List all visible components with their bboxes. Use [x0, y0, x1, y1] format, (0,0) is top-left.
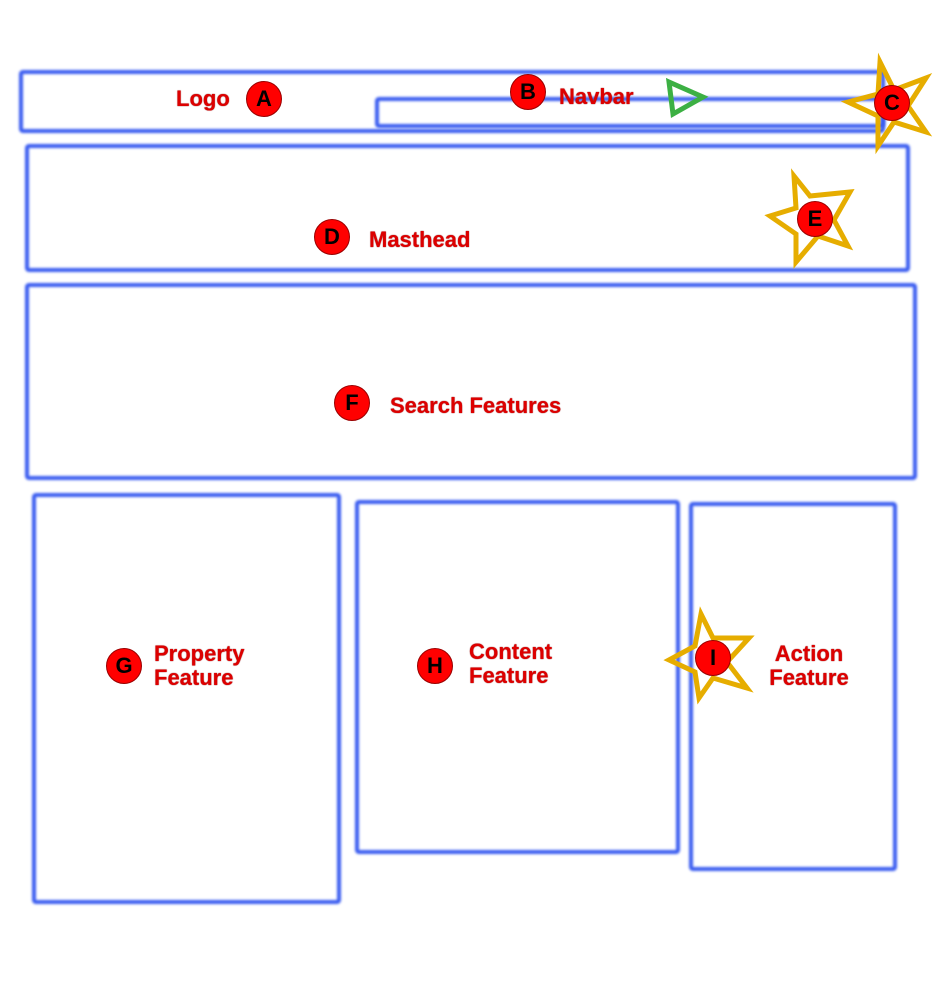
- search-features-box: [25, 283, 917, 480]
- badge-b: B: [510, 74, 546, 110]
- badge-i: I: [695, 640, 731, 676]
- star-icon: [840, 52, 933, 155]
- masthead-box: [25, 144, 910, 272]
- badge-g: G: [106, 648, 142, 684]
- triangle-icon: [665, 77, 709, 119]
- property-label: Property: [154, 641, 245, 666]
- star-icon: [663, 606, 755, 705]
- badge-d: D: [314, 219, 350, 255]
- badge-e: E: [797, 201, 833, 237]
- masthead-label: Masthead: [369, 227, 471, 252]
- logo-label: Logo: [176, 86, 230, 111]
- navbar-label: Navbar: [559, 84, 634, 109]
- feature-label: Feature: [154, 665, 234, 690]
- property-feature-label: Property Feature: [154, 642, 244, 690]
- content-label: Content: [469, 639, 553, 664]
- badge-c: C: [874, 85, 910, 121]
- property-feature-box: [32, 493, 341, 904]
- action-feature-box: [689, 502, 897, 871]
- badge-f: F: [334, 385, 370, 421]
- badge-a: A: [246, 81, 282, 117]
- search-features-label: Search Features: [390, 393, 562, 418]
- content-feature-label: Content Feature: [469, 640, 552, 688]
- feature-label: Feature: [469, 663, 549, 688]
- action-feature-label: Action Feature: [769, 641, 849, 690]
- content-feature-box: [355, 500, 680, 854]
- badge-h: H: [417, 648, 453, 684]
